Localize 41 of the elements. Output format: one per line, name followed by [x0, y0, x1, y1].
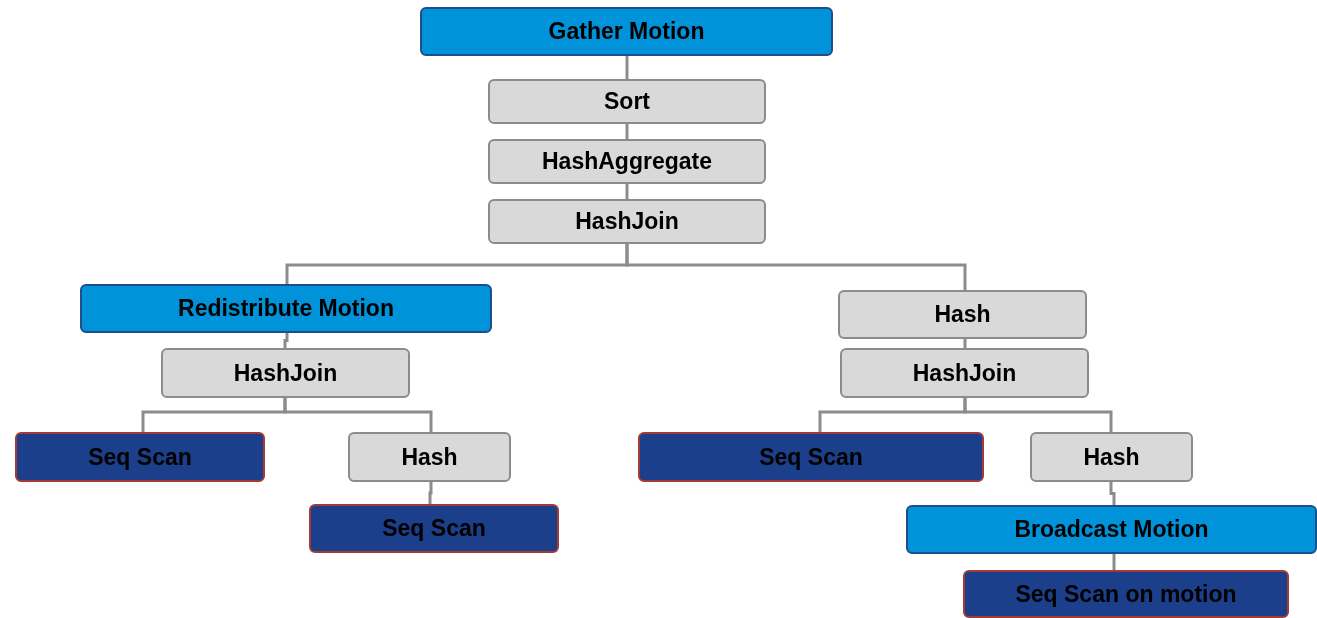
motion-box	[906, 505, 1317, 554]
scan-box	[963, 570, 1289, 618]
node-label: HashJoin	[575, 208, 679, 235]
connector-line	[1109, 482, 1116, 505]
connector-line	[283, 398, 433, 432]
node-label: Redistribute Motion	[178, 295, 394, 322]
node-label: Hash	[401, 443, 458, 471]
scan-box	[638, 432, 984, 482]
operator-box	[488, 79, 766, 124]
connector-line	[1112, 554, 1116, 570]
node-label: Sort	[604, 88, 650, 115]
connector-line	[625, 244, 967, 290]
motion-box	[420, 7, 833, 56]
connector-line	[625, 124, 629, 139]
node-label: Hash	[1083, 443, 1140, 471]
node-label: Seq Scan	[88, 443, 192, 471]
node-label: Seq Scan on motion	[1015, 580, 1237, 608]
node-label: HashAggregate	[542, 148, 712, 175]
operator-box	[488, 199, 766, 244]
connector-line	[428, 482, 433, 504]
operator-box	[838, 290, 1087, 339]
node-label: Hash	[934, 301, 991, 328]
operator-box	[840, 348, 1089, 398]
node-label: Seq Scan	[382, 515, 486, 542]
node-label: Seq Scan	[759, 443, 863, 471]
node-label: HashJoin	[912, 359, 1017, 387]
node-label: HashJoin	[233, 359, 338, 387]
operator-box	[1030, 432, 1193, 482]
operator-box	[348, 432, 511, 482]
operator-box	[161, 348, 410, 398]
scan-box	[15, 432, 265, 482]
connector-line	[283, 333, 289, 348]
scan-box	[309, 504, 559, 553]
node-label: Broadcast Motion	[1014, 516, 1209, 543]
connector-line	[625, 184, 629, 199]
connector-line	[963, 339, 967, 348]
connector-line	[963, 398, 1113, 432]
node-label: Gather Motion	[548, 18, 705, 45]
operator-box	[488, 139, 766, 184]
connector-line	[625, 56, 629, 79]
motion-box	[80, 284, 492, 333]
